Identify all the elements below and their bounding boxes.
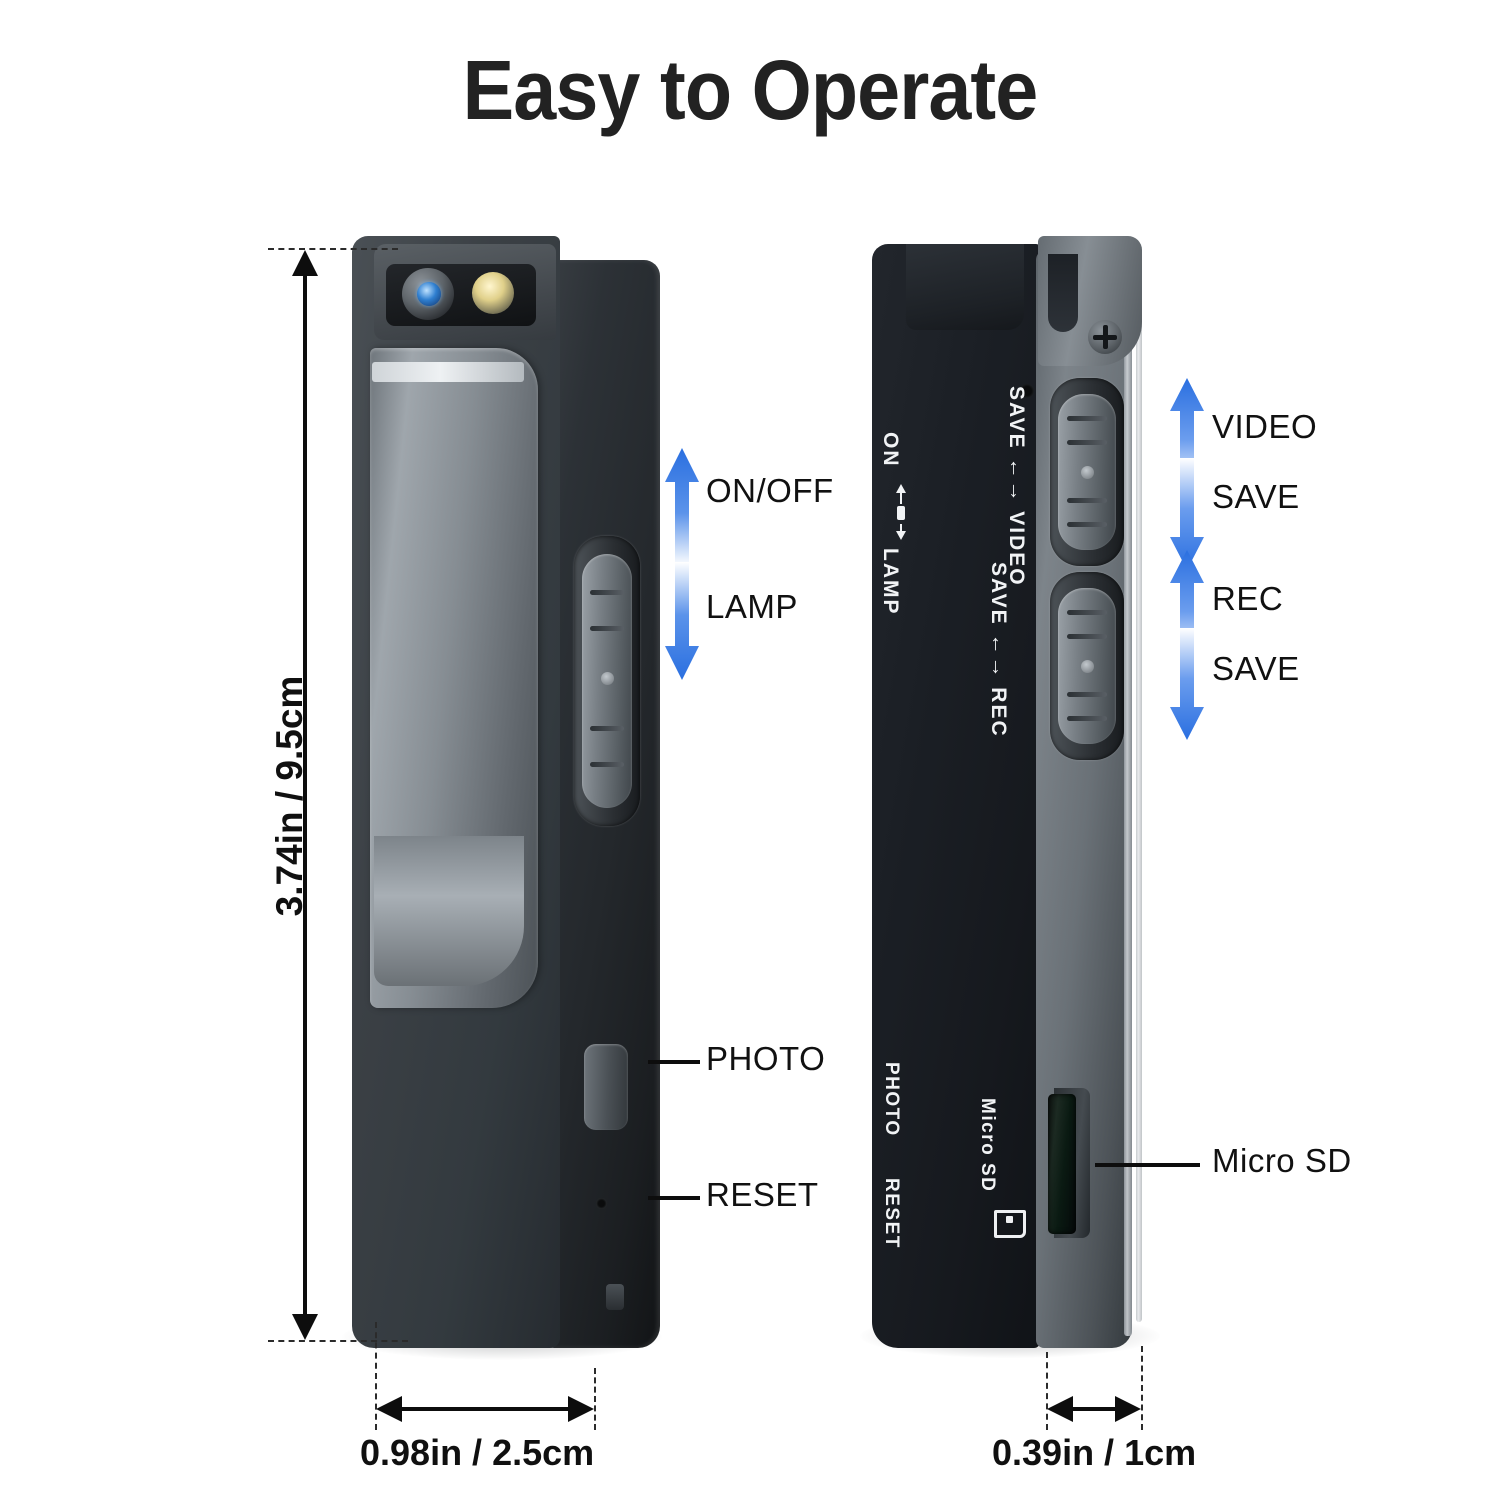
callout-label-lamp: LAMP (706, 588, 798, 625)
knob-ridge (1067, 610, 1107, 615)
width-right-dim-line (1055, 1407, 1133, 1411)
height-dim-bottom-leader (268, 1340, 408, 1342)
silkscreen-save-video: SAVE ←→ VIDEO (1005, 386, 1028, 587)
knob-center-dot (601, 672, 614, 685)
clip-screw-icon (1088, 320, 1122, 354)
micro-sd-card-icon (994, 1210, 1026, 1238)
silkscreen-save-rec: SAVE ←→ REC (987, 562, 1010, 738)
knob-ridge (1067, 634, 1107, 639)
photo-leader-line (648, 1060, 700, 1064)
callout-label-save-lower: SAVE (1212, 650, 1300, 687)
width-right-dim-arrow-right (1115, 1396, 1141, 1422)
bottom-port (606, 1284, 624, 1310)
width-left-dim-arrow-right (568, 1396, 594, 1422)
knob-ridge (590, 590, 624, 595)
product-image-front-view (342, 236, 662, 1360)
width-right-dim-arrow-left (1047, 1396, 1073, 1422)
page-title: Easy to Operate (462, 43, 1039, 137)
height-dim-arrow-top (292, 250, 318, 276)
camera-front-face (352, 236, 560, 1348)
knob-ridge (1067, 416, 1107, 421)
knob-center-dot (1081, 466, 1094, 479)
silkscreen-lamp: LAMP (879, 548, 902, 616)
lens-housing (374, 244, 556, 340)
knob-ridge (590, 762, 624, 767)
camera-lens-icon (402, 268, 454, 320)
knob-ridge (1067, 440, 1107, 445)
camera-back-panel (872, 244, 1040, 1348)
silkscreen-reset: RESET (881, 1178, 902, 1249)
width-left-dim-leader-a (375, 1322, 377, 1430)
knob-ridge (1067, 498, 1107, 503)
width-right-dim-label: 0.39in / 1cm (992, 1432, 1197, 1473)
width-right-dim-leader-a (1046, 1352, 1048, 1430)
width-left-dim-arrow-left (376, 1396, 402, 1422)
silkscreen-on: ON (879, 432, 902, 468)
rec-up-arrow-icon (1170, 550, 1204, 662)
lens-glass (417, 282, 441, 306)
save-down-arrow-icon-lower (1170, 628, 1204, 740)
callout-label-onoff: ON/OFF (706, 472, 834, 509)
seam-rail (1124, 266, 1132, 1336)
save-down-arrow-icon-upper (1170, 458, 1204, 570)
seam-rail (1136, 282, 1142, 1322)
clip-fold (374, 836, 524, 986)
lens-window (386, 264, 536, 326)
reset-pinhole[interactable] (596, 1198, 607, 1209)
callout-label-photo: PHOTO (706, 1040, 826, 1077)
height-dim-top-leader (268, 248, 398, 250)
silkscreen-slider-glyph (894, 484, 908, 540)
onoff-up-arrow-icon (665, 448, 699, 566)
reset-leader-line (648, 1196, 700, 1200)
callout-label-save-upper: SAVE (1212, 478, 1300, 515)
lamp-down-arrow-icon (665, 562, 699, 680)
knob-ridge (1067, 522, 1107, 527)
height-dim-arrow-bottom (292, 1314, 318, 1340)
width-left-dim-leader-b (594, 1368, 596, 1430)
product-image-back-view: ON LAMP SAVE ←→ VIDEO SAVE ←→ REC PHOTO … (860, 236, 1160, 1358)
microsd-leader-line (1095, 1163, 1200, 1167)
callout-label-video: VIDEO (1212, 408, 1318, 445)
knob-ridge (1067, 716, 1107, 721)
knob-ridge (1067, 692, 1107, 697)
width-right-dim-leader-b (1141, 1346, 1143, 1430)
clip-highlight-stripe (372, 362, 524, 382)
upper-slider-switch[interactable] (1058, 394, 1116, 550)
height-dim-line (303, 262, 307, 1326)
knob-ridge (590, 726, 624, 731)
lower-slider-switch[interactable] (1058, 588, 1116, 744)
width-left-dim-line (385, 1407, 585, 1411)
clip-notch (1048, 254, 1078, 332)
video-up-arrow-icon (1170, 378, 1204, 490)
mode-slider-switch[interactable] (582, 554, 632, 808)
knob-ridge (590, 626, 624, 631)
led-lamp-icon (472, 272, 514, 314)
knob-center-dot (1081, 660, 1094, 673)
width-left-dim-label: 0.98in / 2.5cm (360, 1432, 595, 1473)
silkscreen-photo: PHOTO (881, 1062, 902, 1137)
clip-hinge-cover (906, 244, 1024, 330)
silkscreen-micro-sd: Micro SD (977, 1098, 998, 1193)
callout-label-micro-sd: Micro SD (1212, 1142, 1352, 1179)
micro-sd-slot[interactable] (1048, 1094, 1076, 1234)
callout-label-rec: REC (1212, 580, 1284, 617)
height-dim-label: 3.74in / 9.5cm (269, 675, 310, 917)
callout-label-reset: RESET (706, 1176, 819, 1213)
indicator-led (1020, 384, 1034, 398)
photo-button[interactable] (584, 1044, 628, 1130)
